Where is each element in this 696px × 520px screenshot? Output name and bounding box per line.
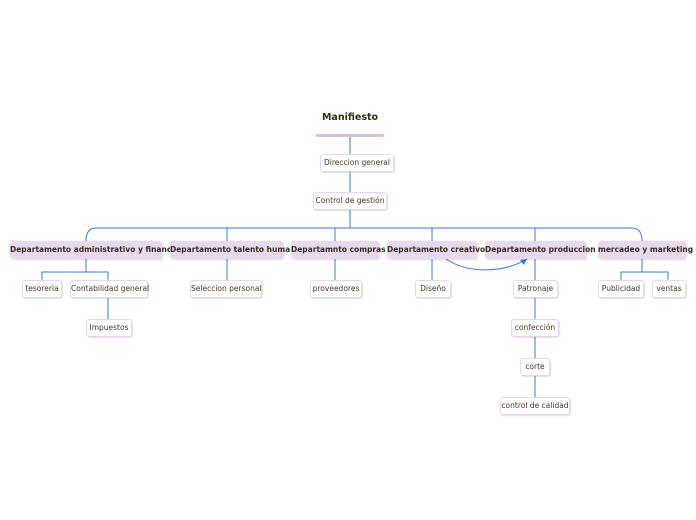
control-calidad-node[interactable]: control de calidad [500,397,570,415]
dept-admin-financiero[interactable]: Departamento administrativo y financiero [10,241,188,259]
impuestos-node[interactable]: Impuestos [86,319,132,337]
control-node[interactable]: Control de gestión [313,192,387,210]
title-underline [316,134,384,137]
ventas-node[interactable]: ventas [652,280,686,298]
direction-node[interactable]: Direccion general [320,154,394,172]
map-title[interactable]: Manifiesto [321,112,379,123]
confeccion-node[interactable]: confección [511,319,559,337]
patronaje-node[interactable]: Patronaje [513,280,558,298]
dept-compras[interactable]: Departamnto compras [291,241,386,259]
diseno-node[interactable]: Diseño [415,280,451,298]
dept-produccion[interactable]: Departamento produccion [485,241,596,259]
dept-talento-humano[interactable]: Departamento talento humano [170,241,301,259]
contabilidad-node[interactable]: Contabilidad general [70,280,149,298]
seleccion-node[interactable]: Seleccion personal [190,280,262,298]
dept-creativo[interactable]: Departamento creativo [387,241,485,259]
tesoreria-node[interactable]: tesoreria [22,280,62,298]
publicidad-node[interactable]: Publicidad [598,280,644,298]
dept-mercadeo[interactable]: mercadeo y marketing [598,241,693,259]
proveedores-node[interactable]: proveedores [310,280,362,298]
corte-node[interactable]: corte [520,358,550,376]
